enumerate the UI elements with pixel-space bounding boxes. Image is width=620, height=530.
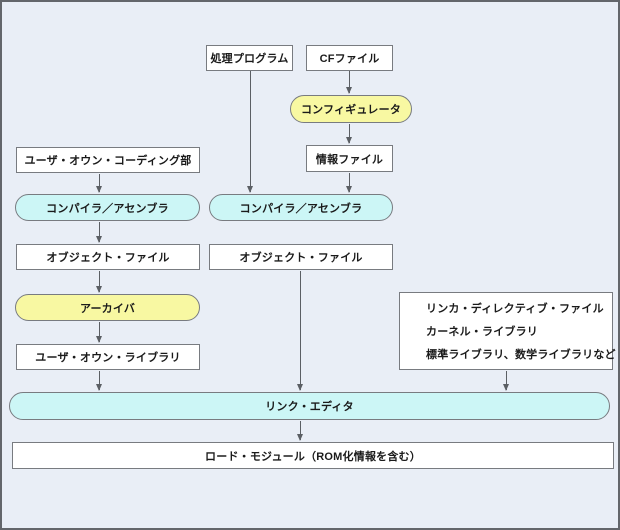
arrow-object-to-link-editor <box>297 271 303 391</box>
arrow-link-editor-to-load-module <box>297 421 303 441</box>
node-object-file-left: オブジェクト・ファイル <box>16 244 200 270</box>
arrow-info-file-to-compiler <box>346 173 352 193</box>
link-inputs-line2: カーネル・ライブラリ <box>426 326 538 338</box>
arrow-archiver-to-library <box>96 322 102 343</box>
node-user-own-library: ユーザ・オウン・ライブラリ <box>16 344 200 370</box>
arrow-object-to-archiver <box>96 271 102 293</box>
node-archiver: アーカイバ <box>15 294 200 321</box>
node-link-inputs: リンカ・ディレクティブ・ファイル カーネル・ライブラリ 標準ライブラリ、数学ライ… <box>399 292 616 370</box>
node-configurator: コンフィギュレータ <box>290 95 412 123</box>
node-compiler-assembler-middle: コンパイラ／アセンブラ <box>209 194 393 221</box>
node-link-editor: リンク・エディタ <box>9 392 610 420</box>
link-inputs-line3: 標準ライブラリ、数学ライブラリなど <box>426 349 616 361</box>
arrow-configurator-to-info-file <box>346 124 352 144</box>
arrow-coding-to-compiler <box>96 174 102 193</box>
arrow-cf-to-configurator <box>346 71 352 94</box>
node-cf-file: CFファイル <box>306 45 393 71</box>
arrow-processing-to-compiler <box>247 71 253 193</box>
arrow-library-to-link-editor <box>96 371 102 391</box>
node-load-module: ロード・モジュール（ROM化情報を含む） <box>12 442 614 469</box>
node-processing-program: 処理プログラム <box>206 45 293 71</box>
node-user-own-coding: ユーザ・オウン・コーディング部 <box>16 147 200 173</box>
link-inputs-line1: リンカ・ディレクティブ・ファイル <box>426 303 604 315</box>
node-info-file: 情報ファイル <box>306 145 393 172</box>
arrow-compiler-to-object-left <box>96 222 102 243</box>
arrow-inputs-to-link-editor <box>503 371 509 391</box>
node-object-file-middle: オブジェクト・ファイル <box>209 244 393 270</box>
node-compiler-assembler-left: コンパイラ／アセンブラ <box>15 194 200 221</box>
